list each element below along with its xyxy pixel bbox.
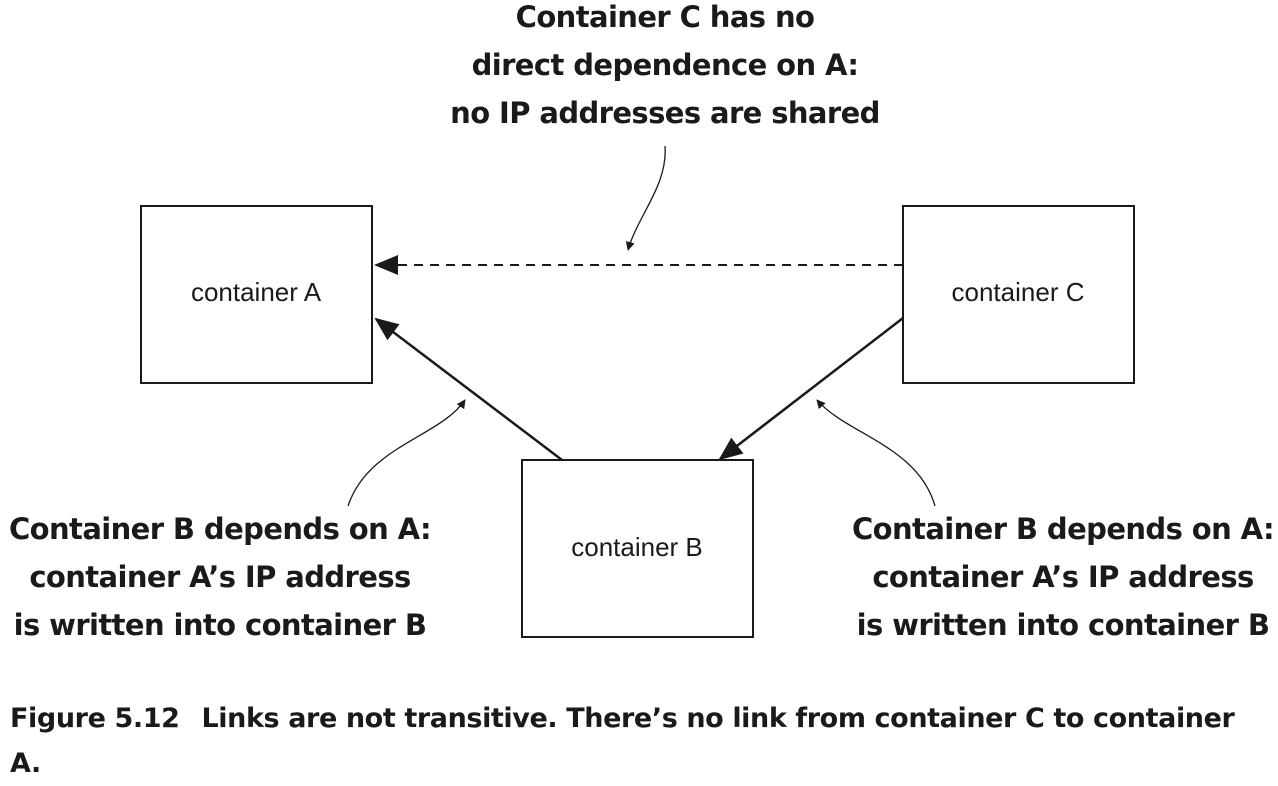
- container-a-box: [140, 205, 373, 384]
- diagram-canvas: container A container C container B: [140, 145, 1135, 638]
- annotation-line: no IP addresses are shared: [450, 96, 880, 130]
- annotation-line: Container B depends on A:: [852, 512, 1275, 546]
- annotation-line: is written into container B: [13, 608, 427, 642]
- annotation-line: Container B depends on A:: [9, 512, 432, 546]
- container-b-box: [521, 459, 754, 638]
- annotation-no-dependence: Container C has no direct dependence on …: [400, 0, 930, 137]
- caption-text: Links are not transitive. There’s no lin…: [10, 703, 1235, 779]
- callout-pointer-left: [347, 399, 466, 507]
- annotation-line: is written into container B: [856, 608, 1270, 642]
- container-a-node: container A: [140, 205, 373, 384]
- container-b-node: container B: [521, 459, 754, 638]
- container-b-label: container B: [571, 532, 703, 562]
- arrow-b-to-a: [374, 317, 563, 461]
- figure-number: Figure 5.12: [10, 703, 180, 734]
- container-c-label: container C: [952, 277, 1085, 307]
- callout-pointer-right: [816, 399, 936, 507]
- container-c-box: [902, 205, 1135, 384]
- annotation-line: container A’s IP address: [872, 560, 1254, 594]
- container-c-node: container C: [902, 205, 1135, 384]
- annotation-line: container A’s IP address: [29, 560, 411, 594]
- arrow-c-to-b: [718, 317, 904, 461]
- annotation-b-depends-on-a-left: Container B depends on A: container A’s …: [0, 505, 440, 649]
- container-a-label: container A: [191, 277, 322, 307]
- annotation-line: direct dependence on A:: [471, 48, 859, 82]
- annotation-line: Container C has no: [515, 0, 815, 34]
- annotation-b-depends-on-a-right: Container B depends on A: container A’s …: [848, 505, 1278, 649]
- callout-pointer-top: [625, 145, 666, 251]
